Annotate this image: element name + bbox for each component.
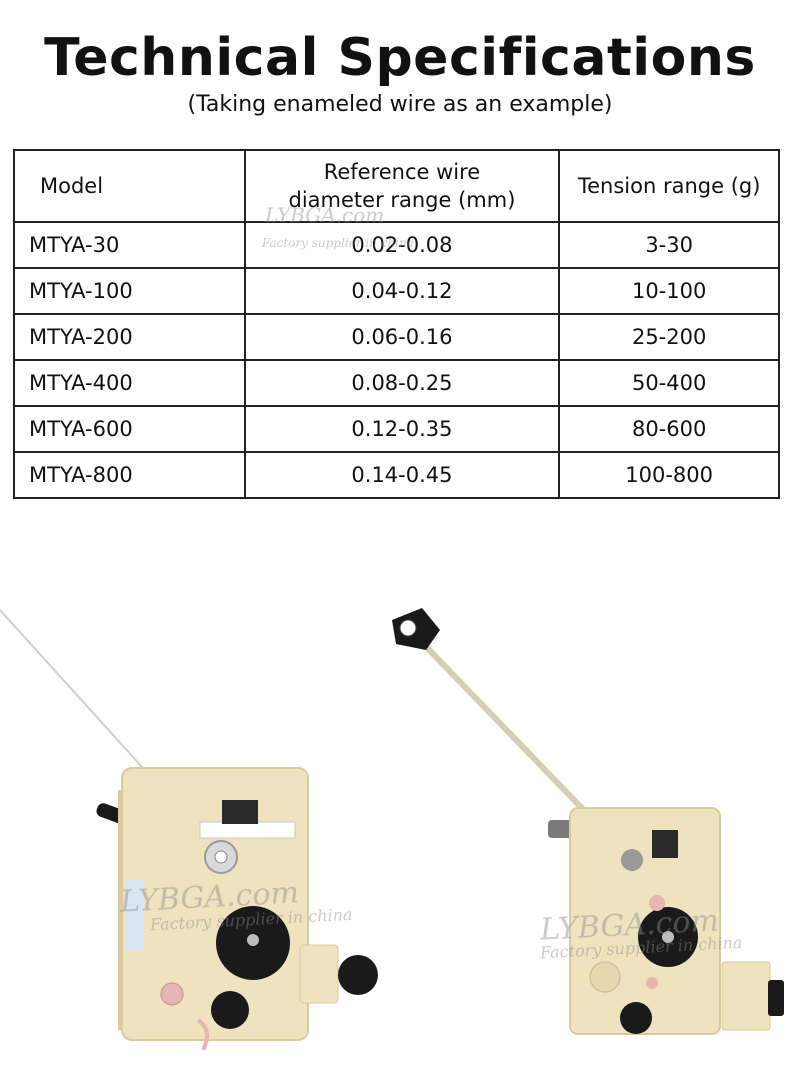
side-knob <box>548 820 572 838</box>
table-header-row: Model Reference wire diameter range (mm)… <box>13 149 780 223</box>
table-row: MTYA-200 0.06-0.16 25-200 <box>13 313 780 361</box>
cell-tension: 50-400 <box>558 359 780 407</box>
cell-diameter: 0.04-0.12 <box>243 267 561 315</box>
cell-diameter: 0.02-0.08 <box>243 221 561 269</box>
micro-switch <box>222 800 258 824</box>
micro-switch <box>652 830 678 858</box>
watermark-brand: LYBGA.com <box>265 203 385 227</box>
header-diameter: Reference wire diameter range (mm) <box>243 149 561 223</box>
table-row: MTYA-400 0.08-0.25 50-400 <box>13 359 780 407</box>
cell-tension: 10-100 <box>558 267 780 315</box>
cell-diameter: 0.06-0.16 <box>243 313 561 361</box>
adjust-knob <box>768 980 784 1016</box>
page-subtitle: (Taking enameled wire as an example) <box>187 92 613 117</box>
pink-pulley-small <box>646 977 658 989</box>
arm-pivot <box>621 849 643 871</box>
header-model: Model <box>13 149 246 223</box>
lower-knob <box>211 991 249 1029</box>
product-photo <box>0 608 784 1051</box>
cell-model: MTYA-600 <box>13 405 246 453</box>
main-dial-center <box>247 934 259 946</box>
tensioner-device-left <box>0 609 378 1051</box>
cell-model: MTYA-200 <box>13 313 246 361</box>
main-dial-center <box>662 931 674 943</box>
watermark-tagline: Factory supplier in china <box>262 236 414 250</box>
header-tension: Tension range (g) <box>558 149 780 223</box>
cell-tension: 25-200 <box>558 313 780 361</box>
guide-wheel-hub <box>214 850 228 864</box>
tensioner-device-right <box>392 608 784 1035</box>
cell-tension: 100-800 <box>558 451 780 499</box>
lower-knob <box>620 1002 652 1034</box>
table-row: MTYA-30 0.02-0.08 3-30 <box>13 221 780 269</box>
cell-tension: 3-30 <box>558 221 780 269</box>
cell-tension: 80-600 <box>558 405 780 453</box>
arm-tip-wheel <box>399 619 417 637</box>
cell-model: MTYA-800 <box>13 451 246 499</box>
warning-label <box>199 821 296 839</box>
cell-model: MTYA-30 <box>13 221 246 269</box>
cell-diameter: 0.12-0.35 <box>243 405 561 453</box>
blue-label <box>126 880 144 950</box>
pink-pulley <box>649 895 665 911</box>
table-row: MTYA-600 0.12-0.35 80-600 <box>13 405 780 453</box>
page-title: Technical Specifications <box>44 28 756 88</box>
adjust-knob <box>338 955 378 995</box>
table-row: MTYA-100 0.04-0.12 10-100 <box>13 267 780 315</box>
spec-table: Model Reference wire diameter range (mm)… <box>13 149 780 499</box>
pink-hook <box>196 1018 209 1051</box>
cream-pulley <box>589 961 621 993</box>
cell-model: MTYA-400 <box>13 359 246 407</box>
side-mount <box>299 944 339 1004</box>
cell-diameter: 0.14-0.45 <box>243 451 561 499</box>
header-diameter-line2: diameter range (mm) <box>288 188 516 212</box>
side-mount <box>721 961 771 1031</box>
table-row: MTYA-800 0.14-0.45 100-800 <box>13 451 780 499</box>
cell-model: MTYA-100 <box>13 267 246 315</box>
cell-diameter: 0.08-0.25 <box>243 359 561 407</box>
header-diameter-line1: Reference wire <box>323 160 481 184</box>
pink-pulley <box>160 982 184 1006</box>
